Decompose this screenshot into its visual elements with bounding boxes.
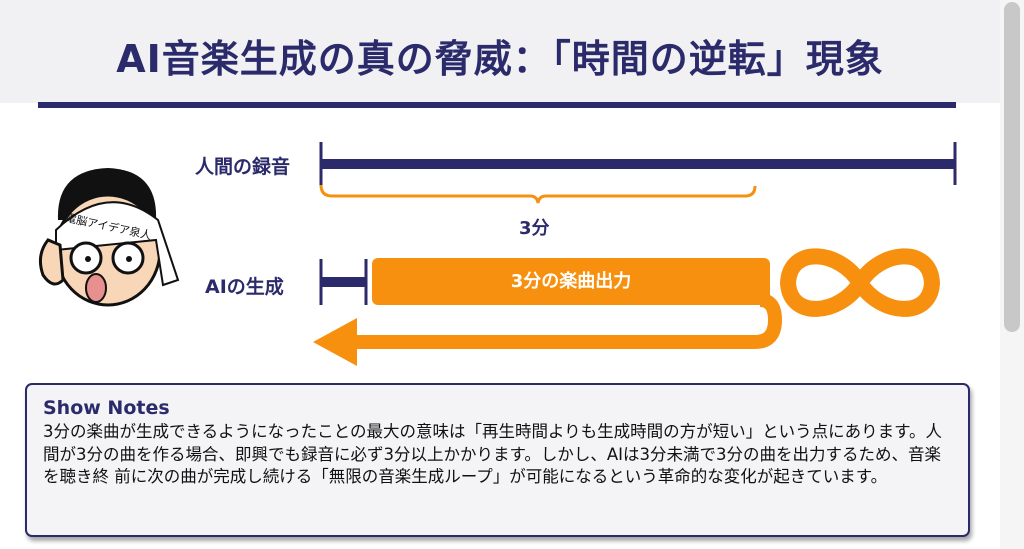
page-title: AI音楽生成の真の脅威：「時間の逆転」現象 bbox=[116, 37, 884, 81]
loop-arrow bbox=[355, 293, 783, 349]
infinity-icon bbox=[779, 248, 941, 317]
duration-label: 3分 bbox=[519, 218, 550, 239]
header-band bbox=[0, 0, 1000, 103]
arrow-head-icon bbox=[313, 318, 357, 366]
scrollbar[interactable] bbox=[1000, 0, 1024, 549]
duration-bracket bbox=[319, 184, 757, 204]
human-recording-label: 人間の録音 bbox=[195, 156, 291, 178]
output-bar bbox=[372, 258, 770, 305]
timeline-diagram bbox=[313, 142, 957, 366]
avatar: 電脳アイデア泉人 bbox=[28, 160, 188, 314]
show-notes-panel: Show Notes 3分の楽曲が生成できるようになったことの最大の意味は「再生… bbox=[25, 383, 970, 537]
scrollbar-thumb[interactable] bbox=[1004, 2, 1020, 332]
ai-timeline-bar bbox=[319, 259, 368, 305]
human-timeline-bar bbox=[319, 142, 957, 185]
ai-generation-label: AIの生成 bbox=[205, 276, 284, 298]
title-underline bbox=[38, 102, 956, 108]
output-bar-label: 3分の楽曲出力 bbox=[510, 271, 632, 292]
show-notes-body: 3分の楽曲が生成できるようになったことの最大の意味は「再生時間よりも生成時間の方… bbox=[43, 422, 943, 486]
show-notes-heading: Show Notes bbox=[43, 397, 170, 419]
